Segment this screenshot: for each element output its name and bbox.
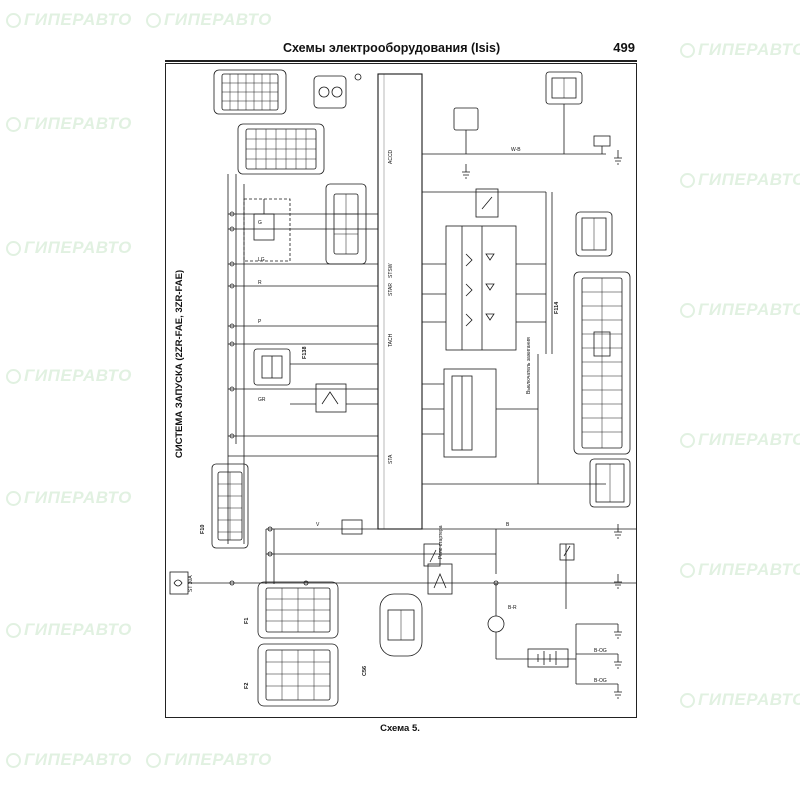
fuse-label: ST 30A — [188, 575, 194, 592]
connector-e9 — [237, 123, 325, 175]
watermark-logo: ГИПЕРАВТО — [680, 560, 800, 580]
wire-color-label: G — [258, 220, 262, 226]
pin-label: TACH — [388, 333, 394, 347]
wire-color-label: B — [506, 522, 510, 528]
wire-color-label: R — [258, 280, 262, 286]
starter-connector-c56 — [379, 593, 423, 657]
connector-f114 — [589, 458, 631, 508]
wiring-diagram-frame: СИСТЕМА ЗАПУСКА (2ZR-FAE, 3ZR-FAE) ACCD … — [165, 63, 637, 718]
watermark-logo: ГИПЕРАВТО — [6, 620, 132, 640]
ignition-switch-block — [445, 225, 517, 351]
connector-c45 — [313, 73, 362, 109]
watermark-logo: ГИПЕРАВТО — [680, 170, 800, 190]
wire-color-label: B-R — [508, 605, 517, 611]
wire-color-label: W-B — [511, 147, 521, 153]
page-number: 499 — [613, 40, 635, 55]
watermark-logo: ГИПЕРАВТО — [6, 114, 132, 134]
connector-label: F114 — [554, 301, 560, 314]
watermark-logo: ГИПЕРАВТО — [146, 10, 272, 30]
wiring-diagram: СИСТЕМА ЗАПУСКА (2ZR-FAE, 3ZR-FAE) ACCD … — [169, 69, 636, 707]
starter-motor — [487, 583, 576, 660]
ground-symbols — [462, 164, 622, 699]
watermark-logo: ГИПЕРАВТО — [680, 690, 800, 710]
wire-color-label: P — [258, 319, 262, 325]
wire-color-label: V — [316, 522, 320, 528]
connector-f10 — [575, 211, 613, 257]
component-note: Реле стартера — [438, 525, 444, 559]
section-title: СИСТЕМА ЗАПУСКА (2ZR-FAE, 3ZR-FAE) — [174, 270, 185, 458]
connector-label: F1 — [244, 618, 250, 624]
pin-label: STA — [388, 454, 394, 464]
starter-relay — [315, 383, 347, 413]
connector-e1 — [213, 69, 287, 115]
pin-label: ACCD — [388, 149, 394, 164]
watermark-logo: ГИПЕРАВТО — [6, 488, 132, 508]
pin-label: STSW — [388, 263, 394, 278]
wire-color-label: GR — [258, 397, 266, 403]
connector-label: F10 — [200, 525, 206, 534]
figure-caption: Схема 5. — [380, 723, 420, 734]
engine-ecu-box — [377, 73, 423, 530]
fuse-block — [169, 571, 266, 595]
watermark-logo: ГИПЕРАВТО — [6, 10, 132, 30]
pin-label: STAR — [388, 283, 394, 296]
component-note: Выключатель зажигания — [526, 337, 532, 394]
connector-f2 — [257, 643, 339, 707]
connector-f142 — [545, 71, 583, 105]
connector-label: F138 — [302, 346, 308, 359]
wire-color-label: LG — [258, 257, 265, 263]
wire-labels: ACCD STAR STA STSW TACH W-B G LG R P GR … — [188, 147, 607, 689]
page-header: Схемы электрооборудования (Isis) 499 — [165, 40, 637, 62]
wire-color-label: B-OG — [594, 678, 607, 684]
connector-label: C56 — [362, 666, 368, 676]
watermark-logo: ГИПЕРАВТО — [6, 238, 132, 258]
watermark-logo: ГИПЕРАВТО — [146, 750, 272, 770]
watermark-logo: ГИПЕРАВТО — [680, 40, 800, 60]
watermark-logo: ГИПЕРАВТО — [6, 366, 132, 386]
connector-f13 — [211, 463, 249, 549]
battery — [527, 648, 569, 668]
starter-cut-relay — [443, 368, 497, 458]
watermark-logo: ГИПЕРАВТО — [6, 750, 132, 770]
relay-f138 — [253, 348, 291, 386]
page-title: Схемы электрооборудования (Isis) — [283, 41, 501, 55]
connector-f1 — [257, 581, 339, 639]
connector-f12 — [573, 271, 631, 455]
wire-color-label: B-OG — [594, 648, 607, 654]
starter-relay-bottom — [427, 563, 453, 595]
connector-label: F2 — [244, 683, 250, 689]
watermark-logo: ГИПЕРАВТО — [680, 300, 800, 320]
watermark-logo: ГИПЕРАВТО — [680, 430, 800, 450]
